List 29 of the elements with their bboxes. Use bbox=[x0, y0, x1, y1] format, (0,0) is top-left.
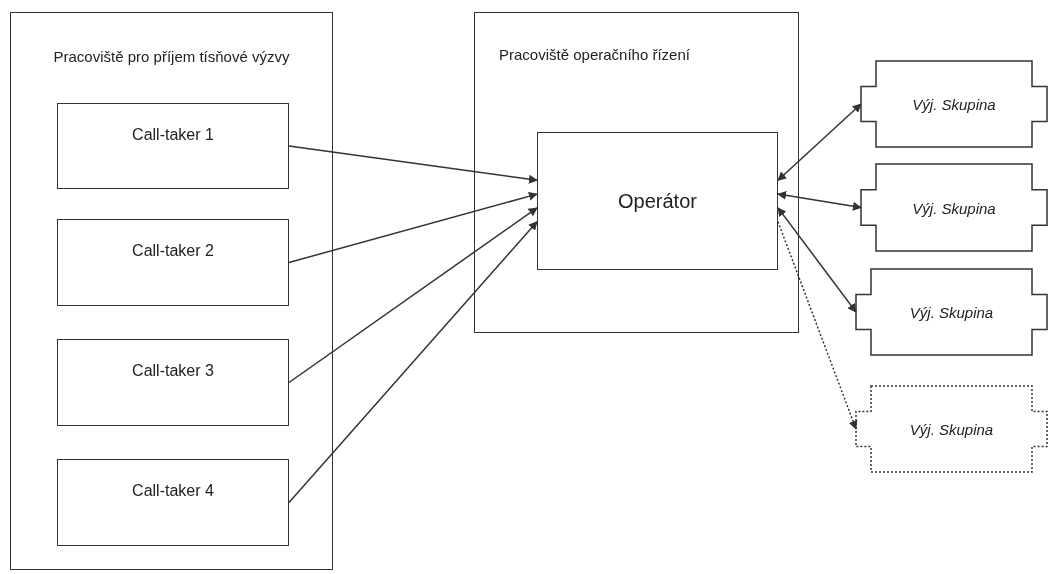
arrow bbox=[288, 191, 538, 264]
unit-shape bbox=[860, 163, 1048, 252]
node-label: Call-taker 1 bbox=[131, 126, 215, 144]
unit-shape bbox=[855, 268, 1048, 356]
unit-shape bbox=[855, 385, 1048, 473]
node-label: Výj. Skupina bbox=[908, 303, 995, 321]
process-box bbox=[57, 459, 289, 546]
unit-shape bbox=[860, 60, 1048, 148]
arrow bbox=[777, 207, 857, 313]
arrow bbox=[288, 145, 538, 184]
arrow bbox=[777, 190, 862, 211]
node-label: Výj. Skupina bbox=[911, 199, 997, 216]
process-box bbox=[57, 219, 289, 306]
arrow bbox=[777, 103, 862, 182]
group-box bbox=[474, 12, 799, 333]
process-box bbox=[57, 103, 289, 189]
arrow bbox=[288, 220, 538, 504]
process-box bbox=[57, 339, 289, 426]
node-label: Call-taker 2 bbox=[131, 242, 215, 260]
node-label: Call-taker 4 bbox=[131, 482, 215, 500]
group-title: Pracoviště operačního řízení bbox=[499, 45, 691, 65]
group-title: Pracoviště pro příjem tísňové výzvy bbox=[52, 47, 291, 67]
node-label: Operátor bbox=[617, 189, 698, 213]
node-label: Call-taker 3 bbox=[131, 362, 215, 380]
group-box bbox=[10, 12, 333, 570]
node-label: Výj. Skupina bbox=[908, 420, 995, 438]
node-label: Výj. Skupina bbox=[911, 95, 997, 113]
arrow bbox=[288, 207, 538, 384]
process-box bbox=[537, 132, 778, 270]
